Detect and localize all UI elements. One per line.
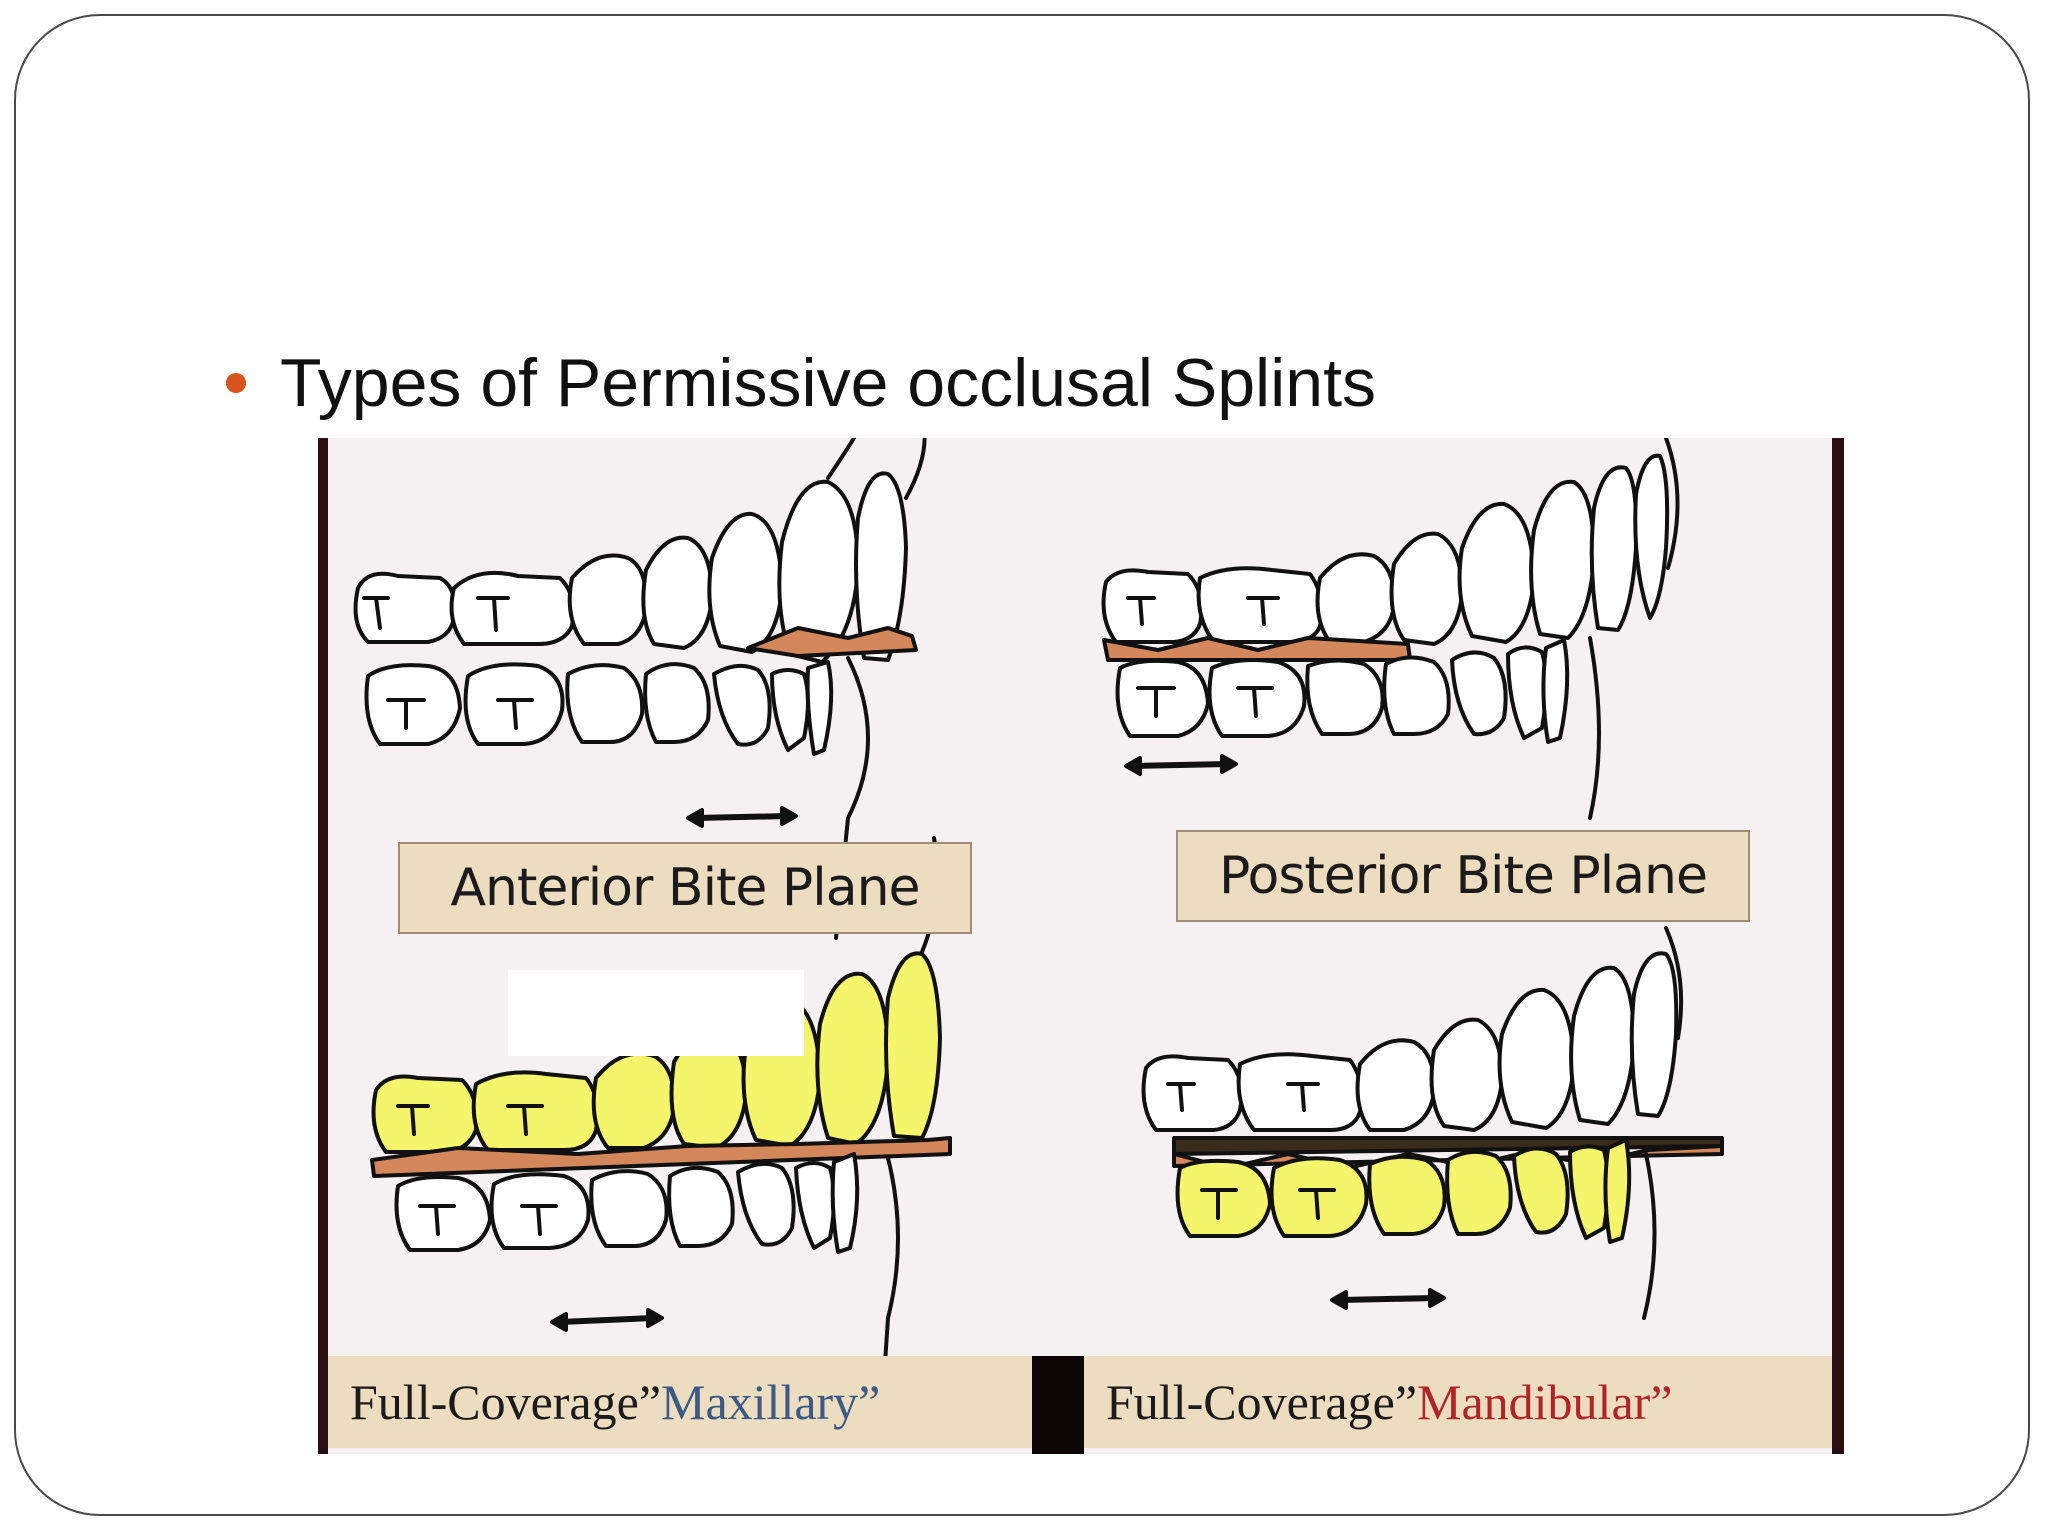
maxillary-caption-emphasis: Maxillary” xyxy=(661,1374,881,1430)
mandibular-caption-prefix: Full-Coverage” xyxy=(1106,1374,1418,1430)
maxillary-caption-prefix: Full-Coverage” xyxy=(350,1374,662,1430)
bullet-icon xyxy=(226,373,246,393)
splint-diagram-figure: Anterior Bite Plane Posterior Bite Plane… xyxy=(318,438,1844,1454)
arrow-icon xyxy=(693,813,791,821)
arrow-icon xyxy=(1337,1295,1439,1303)
bullet-item: Types of Permissive occlusal Splints xyxy=(226,338,1376,428)
teeth-illustration xyxy=(353,438,1724,1440)
arrow-icon xyxy=(1131,761,1231,769)
anterior-panel-teeth xyxy=(353,438,927,940)
white-patch xyxy=(508,970,804,1056)
caption-divider xyxy=(1032,1356,1084,1454)
maxillary-caption: Full-Coverage” Maxillary” xyxy=(328,1356,1032,1448)
mandibular-panel-teeth xyxy=(1141,926,1724,1320)
bullet-text: Types of Permissive occlusal Splints xyxy=(280,345,1376,421)
mandibular-caption-emphasis: Mandibular” xyxy=(1417,1374,1673,1430)
arrow-icon xyxy=(557,1315,657,1325)
mandibular-caption: Full-Coverage” Mandibular” xyxy=(1084,1356,1832,1448)
anterior-bite-plane-label: Anterior Bite Plane xyxy=(398,842,972,934)
posterior-bite-plane-label: Posterior Bite Plane xyxy=(1176,830,1750,922)
posterior-panel-teeth xyxy=(1101,438,1680,820)
